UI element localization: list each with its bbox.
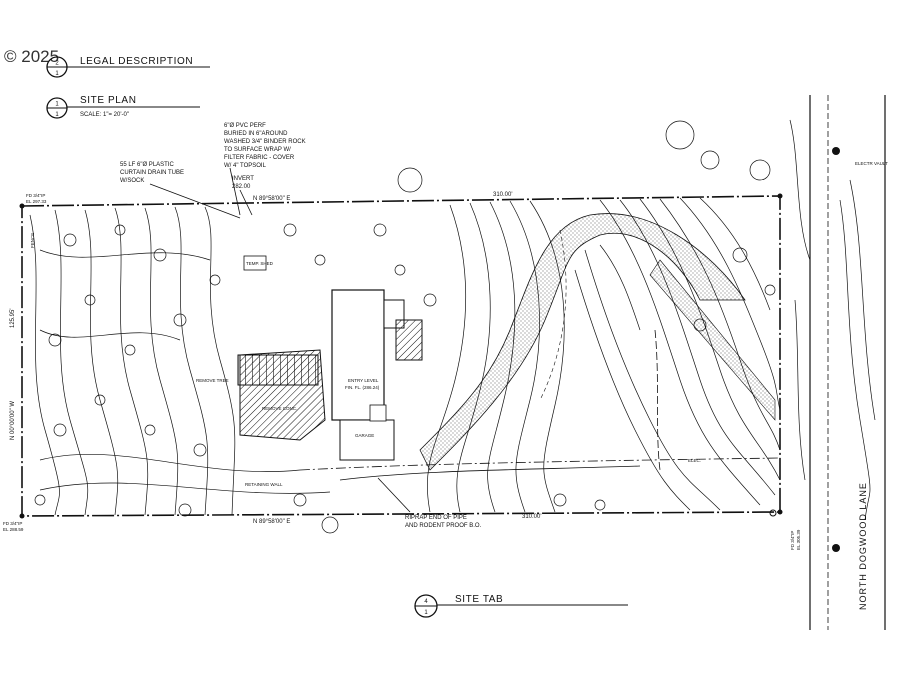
note-line: W/SOCK (120, 178, 144, 184)
south-bearing: N 89°58'00" E (253, 519, 290, 525)
corner-pin-nw: EL 297.33 (26, 199, 47, 204)
electric-vault-label: ELECTR VAULT (855, 161, 888, 166)
note-line: AND RODENT PROOF B.O. (405, 523, 482, 529)
note-line: RIPRAP END OF PIPE (405, 515, 467, 521)
road: ELECTR VAULT NORTH DOGWOOD LANE (769, 95, 888, 630)
note-line: WASHED 3/4" BINDER ROCK (224, 139, 306, 145)
site-plan-title: SITE PLAN (80, 95, 137, 106)
entry-level-label: ENTRY LEVEL (348, 378, 379, 383)
site-tab-number: 4 (424, 599, 428, 605)
site-tab-title: SITE TAB (455, 594, 503, 605)
legal-description-title-block: 2 1 LEGAL DESCRIPTION (46, 56, 210, 78)
site-plan-title-block: 1 1 SITE PLAN SCALE: 1"= 20'-0" (46, 95, 200, 119)
corner-pin-sw: FD 3/4"IP (3, 521, 22, 526)
site-tab-sheet: 1 (424, 610, 428, 616)
road-name: NORTH DOGWOOD LANE (858, 482, 868, 610)
property-boundary (19, 193, 783, 519)
watermark: © 2025 (4, 47, 59, 66)
note-line: BURIED IN 6"AROUND (224, 131, 288, 137)
note-line: 6"Ø PVC PERF (224, 123, 266, 129)
note-line: 55 LF 6"Ø PLASTIC (120, 162, 174, 168)
note-line: INVERT (232, 176, 254, 182)
pvc-perf-note: 6"Ø PVC PERF BURIED IN 6"AROUND WASHED 3… (224, 123, 306, 216)
corner-pin-se: EL 305.39 (796, 529, 801, 550)
house-footprint: ENTRY LEVEL FIN. FL. (286.24) GARAGE (331, 289, 423, 461)
curtain-drain-note: 55 LF 6"Ø PLASTIC CURTAIN DRAIN TUBE W/S… (120, 162, 241, 219)
note-line: FILTER FABRIC - COVER (224, 155, 295, 161)
north-bearing: N 89°58'00" E (253, 196, 290, 202)
note-line: TO SURFACE WRAP W/ (224, 147, 291, 153)
retaining-wall-label: RETAINING WALL (245, 482, 283, 487)
note-line: CURTAIN DRAIN TUBE (120, 170, 184, 176)
note-line: W/ 4" TOPSOIL (224, 163, 267, 169)
trees (34, 120, 776, 534)
site-plan-number: 1 (55, 102, 59, 108)
riprap-note: RIPRAP END OF PIPE AND RODENT PROOF B.O. (377, 477, 482, 529)
note-line: 282.00 (232, 184, 251, 190)
corner-pin-nw: FD 3/4"IP (26, 193, 45, 198)
finish-floor-label: FIN. FL. (286.24) (345, 385, 380, 390)
temp-shed-label: TEMP. SHED (246, 261, 274, 266)
topo-contours-west (29, 206, 331, 516)
site-tab-title-block: 4 1 SITE TAB (414, 594, 628, 618)
legal-description-number: 2 (55, 61, 59, 67)
corner-pin-se: FD 3/4"IP (790, 531, 795, 550)
south-dimension: 310.00' (522, 514, 542, 520)
site-plan-scale: SCALE: 1"= 20'-0" (80, 112, 129, 118)
remove-structures: REMOVE CONC. TEMP. SHED REMOVE TREE (196, 255, 326, 441)
west-bearing: N 00°00'00" W (10, 401, 16, 440)
north-dimension: 310.00' (493, 192, 513, 198)
driveway (419, 213, 776, 471)
electric-line-label: ELEC. (688, 458, 701, 463)
remove-tree-label: REMOVE TREE (196, 378, 229, 383)
site-plan-sheet: 1 (55, 112, 59, 118)
legal-description-sheet: 1 (55, 71, 59, 77)
legal-description-title: LEGAL DESCRIPTION (80, 56, 193, 67)
invert-note: INVERT 282.00 (232, 176, 254, 216)
corner-pin-sw: EL 288.59 (3, 527, 24, 532)
utility-lines: ELEC. (299, 329, 781, 481)
remove-conc-label: REMOVE CONC. (262, 406, 297, 411)
west-dimension: 125.95' (10, 309, 16, 329)
fence-label: FENCE (30, 233, 35, 248)
garage-label: GARAGE (355, 433, 374, 438)
